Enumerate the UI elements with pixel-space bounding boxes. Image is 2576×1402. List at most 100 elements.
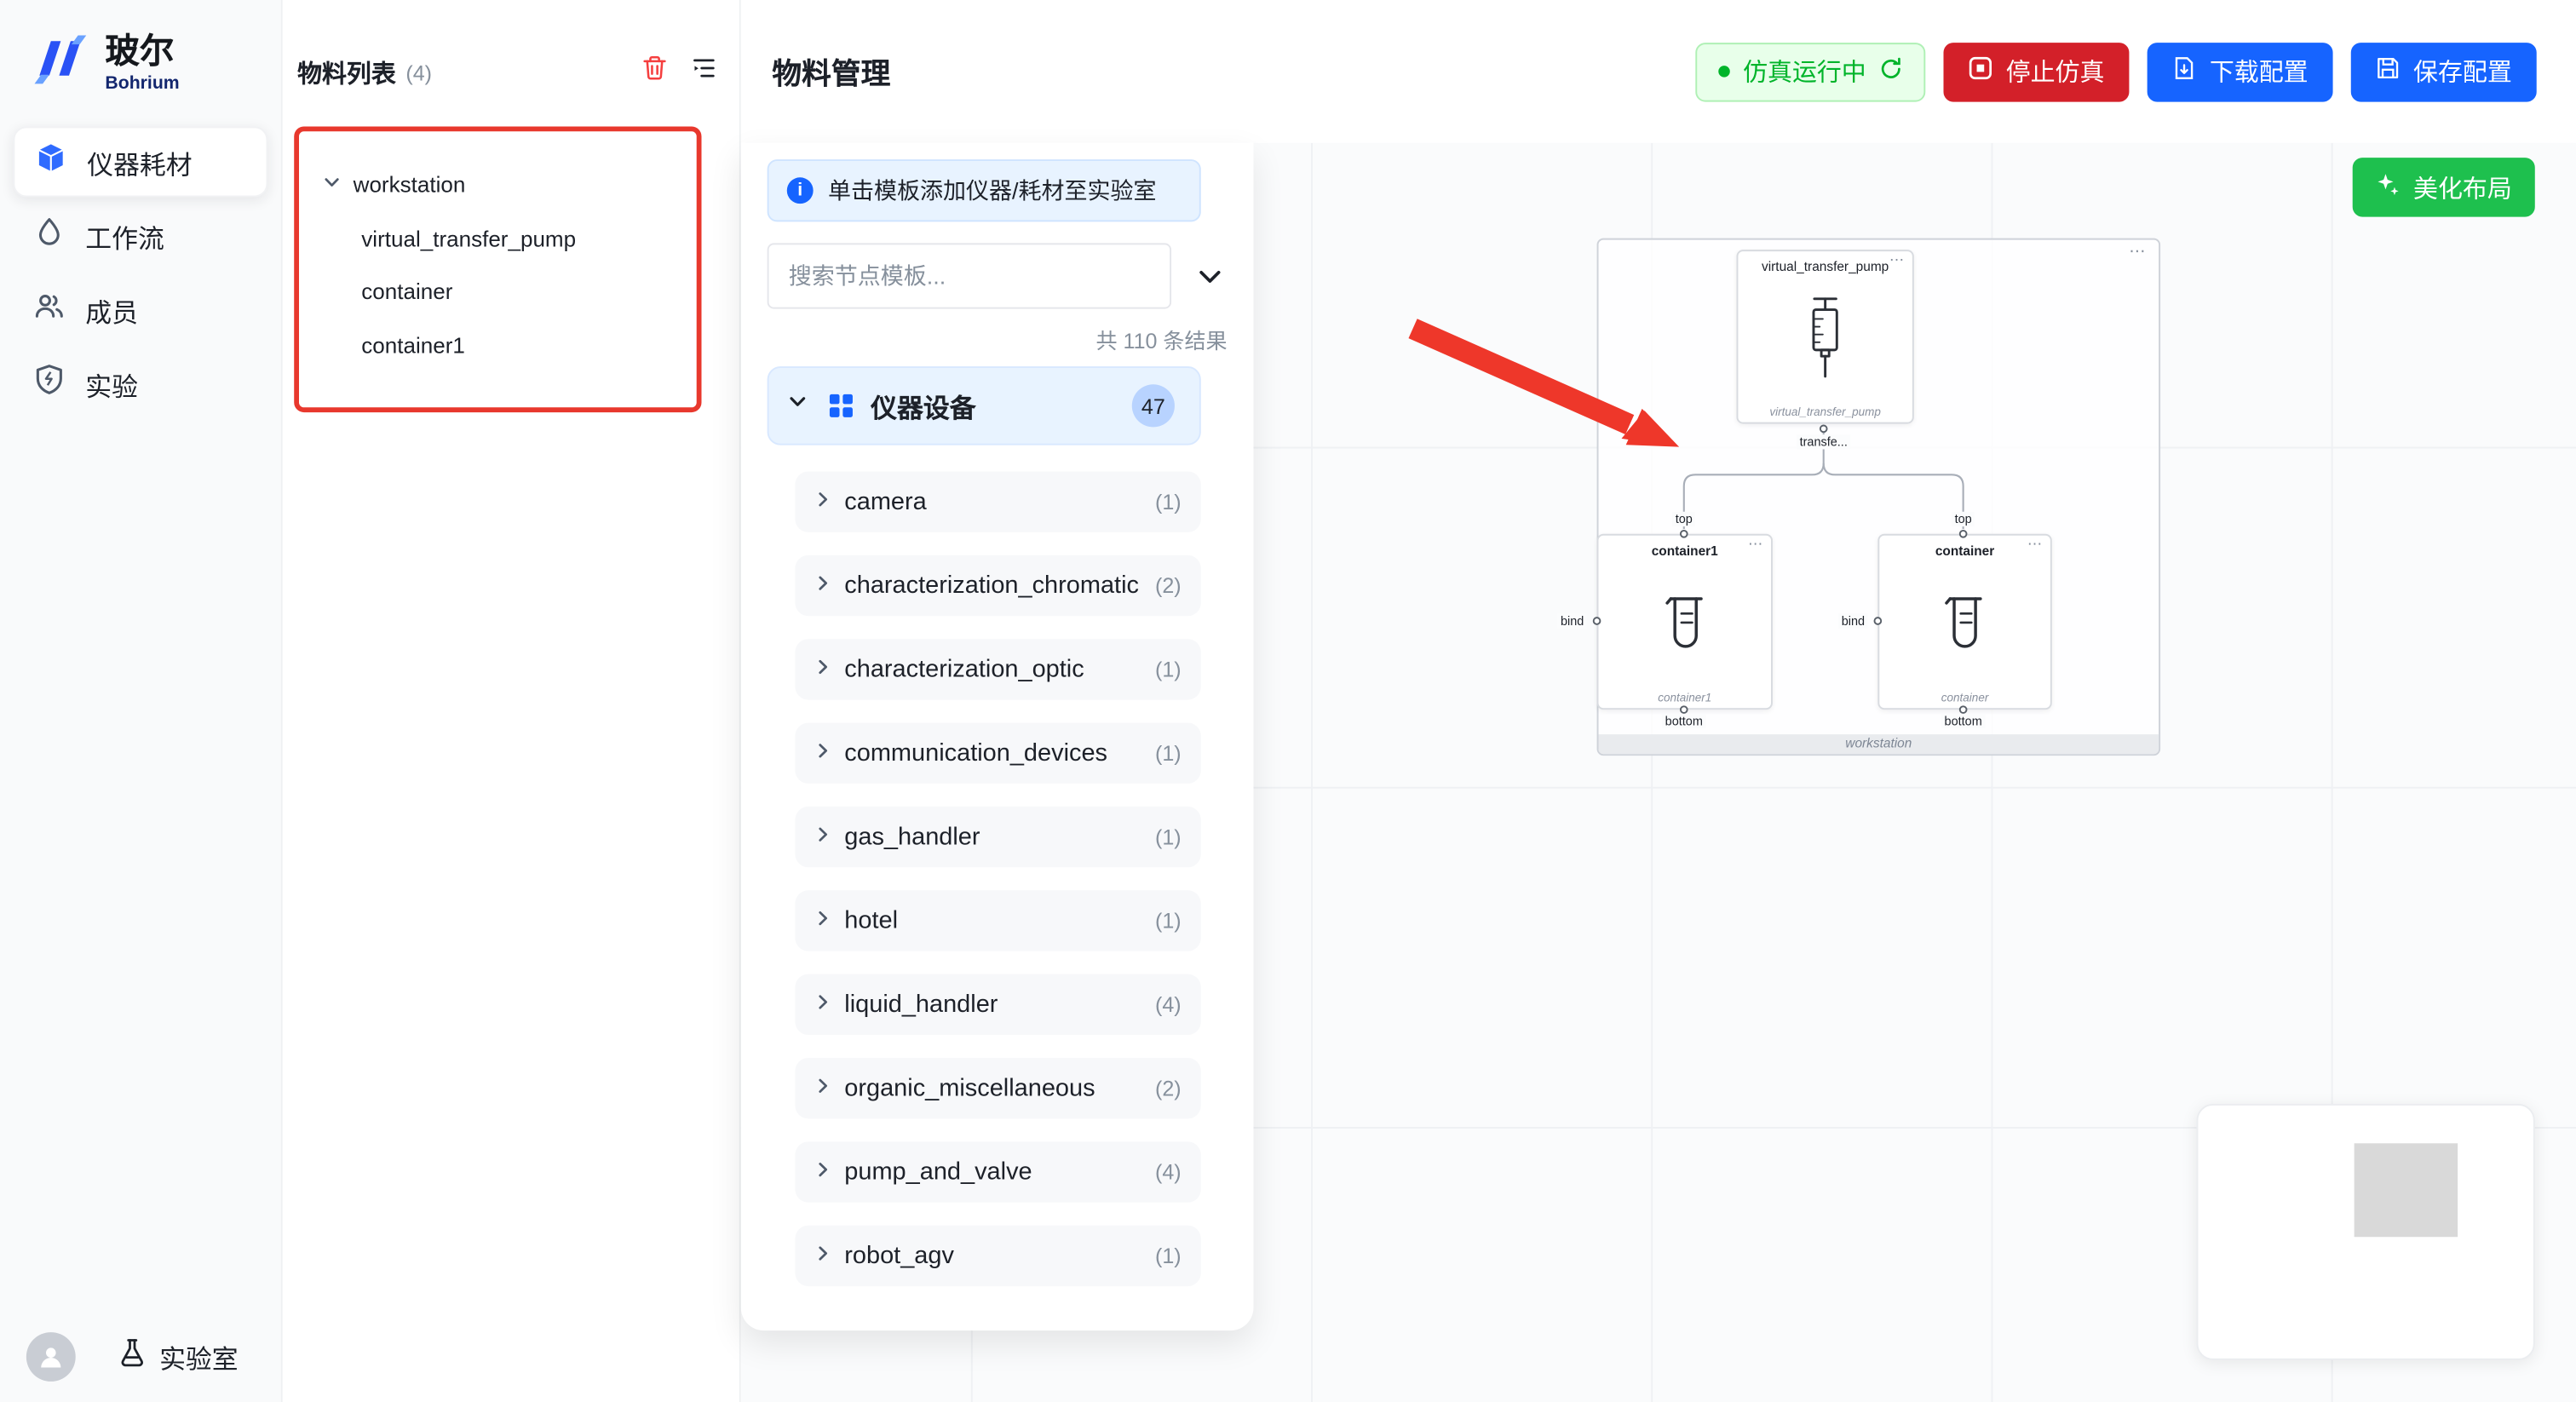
port-container1-bottom[interactable] <box>1679 705 1688 714</box>
chevron-right-icon <box>814 571 833 600</box>
chevron-right-icon <box>814 655 833 685</box>
save-icon <box>2376 56 2401 88</box>
lab-switcher[interactable]: 实验室 <box>117 1336 239 1376</box>
chevron-right-icon <box>814 1241 833 1271</box>
port-container1-bind[interactable] <box>1592 617 1601 625</box>
sidebar-menu: 仪器耗材 工作流 成员 实验 <box>0 120 281 419</box>
sidebar-item-label: 成员 <box>85 299 139 328</box>
node-title: container1 <box>1651 543 1718 559</box>
template-item[interactable]: camera (1) <box>795 471 1201 532</box>
avatar[interactable] <box>26 1331 76 1381</box>
stop-icon <box>1968 56 1992 88</box>
trash-icon[interactable] <box>641 55 669 90</box>
sidebar: 玻尔 Bohrium 仪器耗材 工作流 成员 <box>0 0 283 1402</box>
tree-node-label: container1 <box>361 333 465 358</box>
sidebar-item-workflow[interactable]: 工作流 <box>13 200 267 271</box>
template-item[interactable]: hotel (1) <box>795 890 1201 951</box>
lab-label: 实验室 <box>159 1346 239 1375</box>
template-item[interactable]: pump_and_valve (4) <box>795 1141 1201 1203</box>
port-pump-bottom[interactable] <box>1819 424 1828 434</box>
template-panel: i 单击模板添加仪器/耗材至实验室 共 110 条结果 仪器设备 47 <box>740 142 1254 1331</box>
tree-node-container1[interactable]: container1 <box>322 319 697 372</box>
sidebar-item-label: 实验 <box>85 373 139 402</box>
tree-node-label: virtual_transfer_pump <box>361 226 577 251</box>
node-title: container <box>1935 543 1995 559</box>
sparkle-icon <box>2376 172 2401 204</box>
template-item[interactable]: characterization_chromatic (2) <box>795 554 1201 617</box>
group-menu-icon[interactable]: ⋯ <box>2129 243 2148 261</box>
main-area: 物料管理 仿真运行中 停止仿真 <box>740 0 2576 1402</box>
port-label-top: top <box>1671 511 1696 527</box>
grid-icon <box>828 393 854 419</box>
chevron-right-icon <box>814 906 833 936</box>
stop-simulation-button[interactable]: 停止仿真 <box>1943 42 2130 101</box>
chevron-right-icon <box>814 822 833 852</box>
chevron-right-icon <box>814 1158 833 1187</box>
chevron-right-icon <box>814 738 833 768</box>
port-container1-top[interactable] <box>1679 529 1688 538</box>
page-title: 物料管理 <box>772 56 891 90</box>
node-subtitle: virtual_transfer_pump <box>1769 407 1881 419</box>
logo: 玻尔 Bohrium <box>0 0 281 120</box>
refresh-icon[interactable] <box>1879 56 1902 87</box>
node-container1[interactable]: container1 ⋯ container1 <box>1596 533 1773 710</box>
banner-text: 单击模板添加仪器/耗材至实验室 <box>827 177 1157 204</box>
template-item[interactable]: communication_devices (1) <box>795 722 1201 784</box>
group-label: workstation <box>1598 734 2159 755</box>
chevron-right-icon <box>814 487 833 517</box>
logo-subtitle: Bohrium <box>105 73 180 94</box>
beautify-layout-button[interactable]: 美化布局 <box>2352 158 2535 217</box>
port-label-bind: bind <box>1557 613 1588 629</box>
tree-node-pump[interactable]: virtual_transfer_pump <box>322 212 697 266</box>
template-item[interactable]: robot_agv (1) <box>795 1225 1201 1287</box>
chevron-right-icon <box>814 1073 833 1103</box>
tree-node-label: container <box>361 279 453 305</box>
template-item[interactable]: characterization_optic (1) <box>795 639 1201 700</box>
logo-title: 玻尔 <box>105 32 175 71</box>
template-item[interactable]: liquid_handler (4) <box>795 974 1201 1035</box>
status-dot-icon <box>1718 66 1730 78</box>
sidebar-footer: 实验室 <box>26 1331 239 1381</box>
sidebar-item-experiments[interactable]: 实验 <box>13 348 267 419</box>
sidebar-item-members[interactable]: 成员 <box>13 274 267 345</box>
tree-node-workstation[interactable]: workstation <box>322 158 697 212</box>
bohrium-logo-icon <box>25 26 90 101</box>
node-container[interactable]: container ⋯ container <box>1877 533 2052 710</box>
category-count-badge: 47 <box>1131 384 1175 428</box>
simulation-status-pill[interactable]: 仿真运行中 <box>1695 42 1926 101</box>
chevron-down-icon <box>1199 270 1221 282</box>
template-hint-banner[interactable]: i 单击模板添加仪器/耗材至实验室 <box>767 159 1201 222</box>
node-menu-icon[interactable]: ⋯ <box>2027 535 2043 552</box>
node-subtitle: container <box>1941 692 1989 705</box>
template-search-input[interactable] <box>767 243 1172 309</box>
download-icon <box>2172 56 2197 88</box>
minimap[interactable] <box>2196 1103 2535 1360</box>
node-virtual-transfer-pump[interactable]: virtual_transfer_pump ⋯ virtual_transfer… <box>1736 250 1914 424</box>
node-menu-icon[interactable]: ⋯ <box>1889 251 1905 268</box>
material-list-title: 物料列表 <box>297 60 396 89</box>
port-container-bind[interactable] <box>1873 617 1883 625</box>
template-item[interactable]: gas_handler (1) <box>795 806 1201 868</box>
port-container-top[interactable] <box>1958 529 1968 538</box>
download-config-button[interactable]: 下载配置 <box>2147 42 2333 101</box>
tree-view-icon[interactable] <box>690 55 718 90</box>
port-container-bottom[interactable] <box>1958 705 1968 714</box>
main-header: 物料管理 仿真运行中 停止仿真 <box>740 0 2576 143</box>
status-label: 仿真运行中 <box>1743 59 1866 88</box>
results-summary: 共 110 条结果 <box>1095 328 1228 353</box>
category-instruments[interactable]: 仪器设备 47 <box>767 366 1201 445</box>
chevron-down-icon[interactable] <box>322 172 342 197</box>
save-config-button[interactable]: 保存配置 <box>2350 42 2537 101</box>
template-item[interactable]: organic_miscellaneous (2) <box>795 1057 1201 1119</box>
sidebar-item-instruments[interactable]: 仪器耗材 <box>13 126 268 198</box>
node-title: virtual_transfer_pump <box>1762 259 1889 275</box>
tree-node-container[interactable]: container <box>322 265 697 319</box>
collapse-panel-button[interactable] <box>1193 259 1228 293</box>
annotation-box: workstation virtual_transfer_pump contai… <box>294 126 702 413</box>
cube-icon <box>34 141 67 182</box>
material-list-count: (4) <box>405 60 433 85</box>
node-menu-icon[interactable]: ⋯ <box>1747 535 1763 552</box>
minimap-viewport[interactable] <box>2354 1143 2458 1238</box>
sidebar-item-label: 仪器耗材 <box>87 152 193 181</box>
beaker-icon <box>1657 590 1713 664</box>
